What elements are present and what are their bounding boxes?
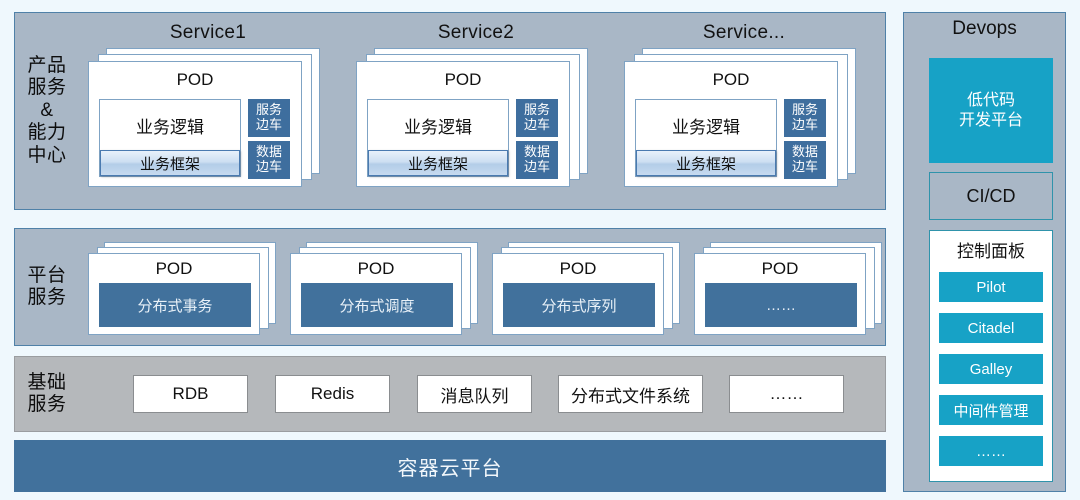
pod-stack-service-2: POD 业务逻辑 业务框架 服务 边车 数据 边车 bbox=[356, 48, 596, 198]
pod-label: POD bbox=[155, 259, 193, 278]
service-title-3: Service... bbox=[702, 22, 786, 43]
business-container: 业务逻辑 业务框架 bbox=[99, 99, 241, 177]
service-title-2: Service2 bbox=[437, 22, 515, 43]
service-sidecar[interactable]: 服务 边车 bbox=[784, 99, 826, 137]
control-panel-item-pilot[interactable]: Pilot bbox=[939, 272, 1043, 302]
platform-pod-stack-1: POD 分布式事务 bbox=[88, 242, 288, 335]
lowcode-platform-box[interactable]: 低代码 开发平台 bbox=[929, 58, 1053, 163]
pod-stack-service-3: POD 业务逻辑 业务框架 服务 边车 数据 边车 bbox=[624, 48, 864, 198]
pod-card[interactable]: POD 业务逻辑 业务框架 服务 边车 数据 边车 bbox=[624, 61, 838, 187]
pod-label: POD bbox=[761, 259, 799, 278]
basic-service-row-label: 基础 服务 bbox=[27, 371, 67, 415]
control-panel-item-more[interactable]: …… bbox=[939, 436, 1043, 466]
business-logic-label: 业务逻辑 bbox=[404, 117, 472, 137]
pod-label: POD bbox=[559, 259, 597, 278]
pod-card[interactable]: POD 业务逻辑 业务框架 服务 边车 数据 边车 bbox=[88, 61, 302, 187]
pod-stack-service-1: POD 业务逻辑 业务框架 服务 边车 数据 边车 bbox=[88, 48, 328, 198]
data-sidecar[interactable]: 数据 边车 bbox=[516, 141, 558, 179]
pod-label: POD bbox=[444, 70, 482, 89]
devops-title: Devops bbox=[952, 18, 1017, 39]
pod-label: POD bbox=[712, 70, 750, 89]
pod-card[interactable]: POD …… bbox=[694, 253, 866, 335]
product-service-row-label: 产品 服务 & 能力 中心 bbox=[27, 54, 67, 166]
business-framework-bar[interactable]: 业务框架 bbox=[100, 150, 240, 176]
platform-service-box[interactable]: 分布式事务 bbox=[99, 283, 251, 327]
platform-pod-stack-4: POD …… bbox=[694, 242, 894, 335]
control-panel-item-galley[interactable]: Galley bbox=[939, 354, 1043, 384]
control-panel-item-middleware-management[interactable]: 中间件管理 bbox=[939, 395, 1043, 425]
platform-pod-stack-3: POD 分布式序列 bbox=[492, 242, 692, 335]
data-sidecar[interactable]: 数据 边车 bbox=[248, 141, 290, 179]
business-framework-bar[interactable]: 业务框架 bbox=[368, 150, 508, 176]
platform-service-box[interactable]: 分布式序列 bbox=[503, 283, 655, 327]
platform-service-row-label: 平台 服务 bbox=[27, 264, 67, 308]
platform-pod-stack-2: POD 分布式调度 bbox=[290, 242, 490, 335]
pod-card[interactable]: POD 业务逻辑 业务框架 服务 边车 数据 边车 bbox=[356, 61, 570, 187]
pod-card[interactable]: POD 分布式序列 bbox=[492, 253, 664, 335]
platform-service-box[interactable]: …… bbox=[705, 283, 857, 327]
business-logic-label: 业务逻辑 bbox=[136, 117, 204, 137]
service-sidecar[interactable]: 服务 边车 bbox=[248, 99, 290, 137]
pod-label: POD bbox=[357, 259, 395, 278]
cicd-box[interactable]: CI/CD bbox=[929, 172, 1053, 220]
basic-service-item-message-queue[interactable]: 消息队列 bbox=[417, 375, 532, 413]
service-sidecar[interactable]: 服务 边车 bbox=[516, 99, 558, 137]
pod-card[interactable]: POD 分布式事务 bbox=[88, 253, 260, 335]
business-framework-bar[interactable]: 业务框架 bbox=[636, 150, 776, 176]
pod-card[interactable]: POD 分布式调度 bbox=[290, 253, 462, 335]
data-sidecar[interactable]: 数据 边车 bbox=[784, 141, 826, 179]
container-cloud-platform-bar[interactable]: 容器云平台 bbox=[14, 440, 886, 492]
basic-service-item-redis[interactable]: Redis bbox=[275, 375, 390, 413]
pod-label: POD bbox=[176, 70, 214, 89]
business-container: 业务逻辑 业务框架 bbox=[635, 99, 777, 177]
basic-service-item-distributed-file-system[interactable]: 分布式文件系统 bbox=[558, 375, 703, 413]
service-title-1: Service1 bbox=[169, 22, 247, 43]
platform-service-box[interactable]: 分布式调度 bbox=[301, 283, 453, 327]
control-panel-title: 控制面板 bbox=[957, 242, 1025, 261]
basic-service-item-rdb[interactable]: RDB bbox=[133, 375, 248, 413]
basic-service-item-more[interactable]: …… bbox=[729, 375, 844, 413]
control-panel-item-citadel[interactable]: Citadel bbox=[939, 313, 1043, 343]
business-logic-label: 业务逻辑 bbox=[672, 117, 740, 137]
business-container: 业务逻辑 业务框架 bbox=[367, 99, 509, 177]
